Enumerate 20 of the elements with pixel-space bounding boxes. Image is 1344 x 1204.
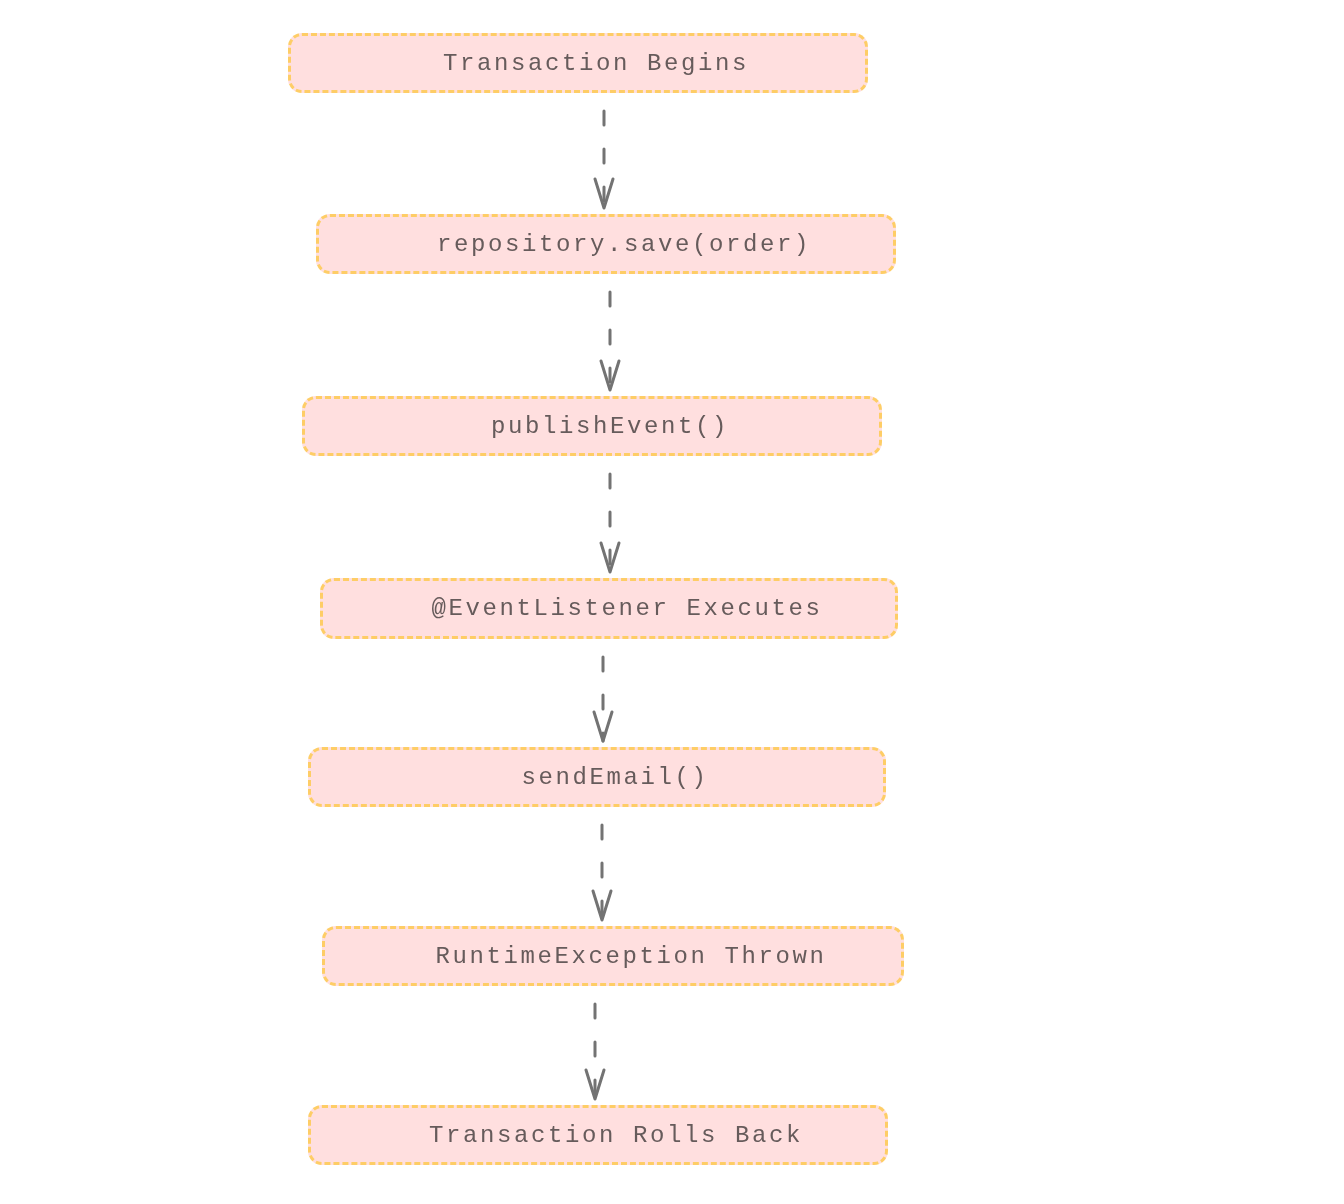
process-box — [322, 926, 904, 986]
arrow — [592, 655, 614, 743]
step-text: Transaction Begins — [441, 49, 749, 77]
arrow — [599, 290, 621, 392]
arrow — [599, 472, 621, 574]
process-box — [288, 33, 868, 93]
arrow — [591, 823, 613, 922]
step-text: repository.save(order) — [435, 230, 812, 258]
process-box — [302, 396, 882, 456]
process-box — [308, 747, 886, 807]
process-box — [316, 214, 896, 274]
step-text: @EventListener Executes — [430, 595, 823, 622]
step-text: publishEvent() — [489, 412, 729, 440]
process-box — [308, 1105, 888, 1165]
step-text: sendEmail() — [520, 763, 709, 791]
arrow — [584, 1002, 606, 1101]
process-box — [320, 578, 898, 639]
step-text: RuntimeException Thrown — [434, 942, 827, 970]
step-text: Transaction Rolls Back — [427, 1121, 804, 1149]
arrow — [593, 109, 615, 210]
